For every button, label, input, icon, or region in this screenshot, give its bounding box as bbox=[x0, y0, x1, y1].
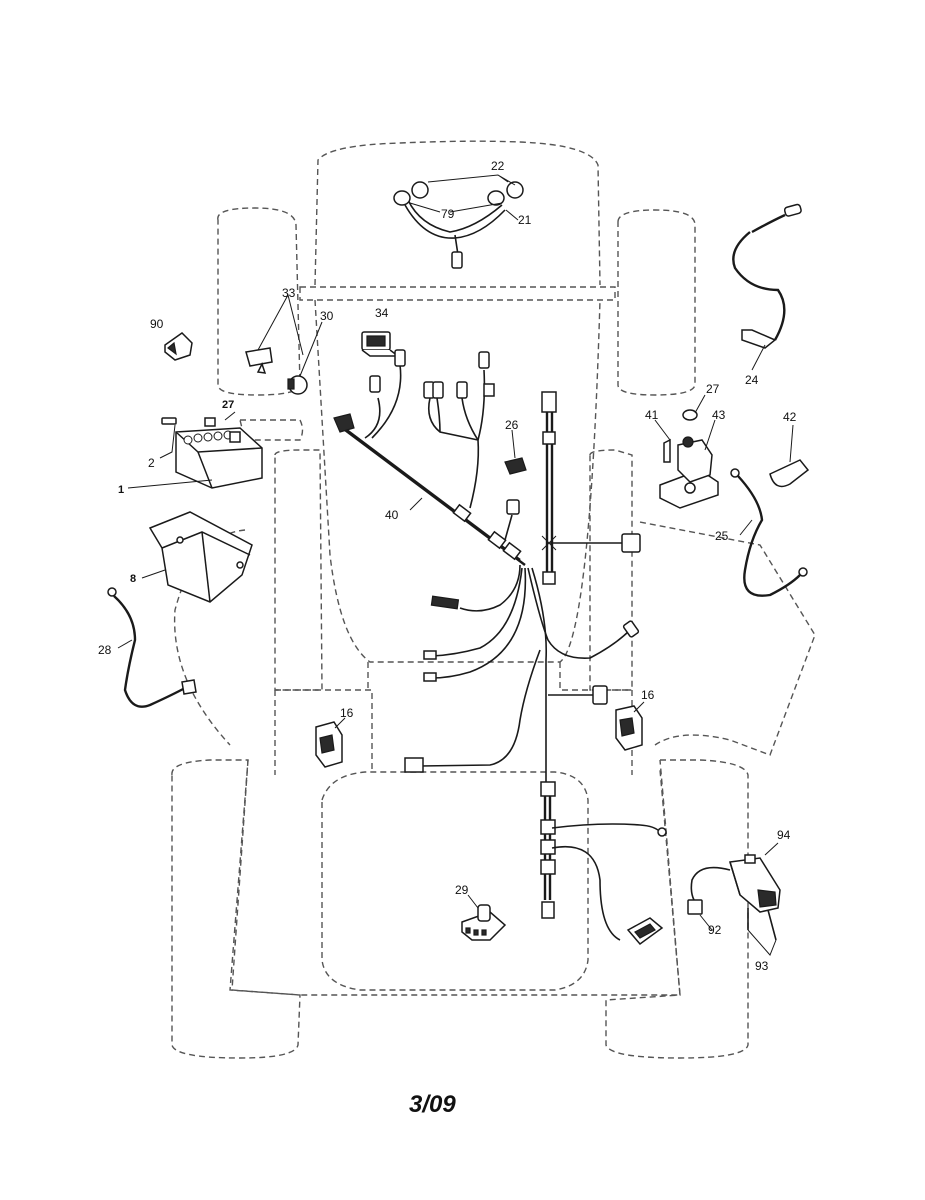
part-26 bbox=[504, 429, 527, 475]
revision-date: 3/09 bbox=[409, 1091, 456, 1118]
callout-93: 93 bbox=[755, 959, 769, 973]
callout-8: 8 bbox=[130, 573, 136, 585]
callout-2: 2 bbox=[148, 456, 155, 470]
callout-labels: 22 79 21 33 90 30 34 24 27 27 2 1 41 43 … bbox=[98, 159, 797, 973]
callout-29: 29 bbox=[455, 883, 469, 897]
callout-28: 28 bbox=[98, 643, 112, 657]
callout-27-solenoid: 27 bbox=[706, 382, 720, 396]
callout-90: 90 bbox=[150, 317, 164, 331]
switch-16-right bbox=[615, 701, 645, 751]
callout-16-left: 16 bbox=[340, 706, 354, 720]
part-90-clip bbox=[164, 332, 193, 361]
switch-16-left bbox=[315, 717, 346, 768]
callout-27-battery: 27 bbox=[222, 399, 234, 411]
callout-26: 26 bbox=[505, 418, 519, 432]
callout-33: 33 bbox=[282, 286, 296, 300]
switch-34 bbox=[361, 331, 401, 357]
callout-42: 42 bbox=[783, 410, 797, 424]
callout-94: 94 bbox=[777, 828, 791, 842]
callout-34: 34 bbox=[375, 306, 389, 320]
starter-solenoid bbox=[654, 394, 810, 509]
headlight-assembly bbox=[393, 174, 524, 269]
main-wiring-harness bbox=[333, 349, 667, 941]
callout-16-right: 16 bbox=[641, 688, 655, 702]
callout-40: 40 bbox=[385, 508, 399, 522]
callout-24: 24 bbox=[745, 373, 759, 387]
chassis-outline bbox=[171, 140, 816, 1059]
cable-28 bbox=[107, 587, 197, 708]
callout-21: 21 bbox=[518, 213, 532, 227]
part-29-switch bbox=[461, 894, 507, 941]
ignition-switch bbox=[245, 293, 323, 395]
callout-22: 22 bbox=[491, 159, 505, 173]
callout-30: 30 bbox=[320, 309, 334, 323]
callout-43: 43 bbox=[712, 408, 726, 422]
callout-1: 1 bbox=[118, 484, 124, 496]
callout-25: 25 bbox=[715, 529, 729, 543]
cable-24 bbox=[732, 203, 802, 371]
cable-25 bbox=[730, 468, 808, 597]
battery bbox=[127, 411, 263, 489]
callout-79: 79 bbox=[441, 207, 455, 221]
battery-tray bbox=[141, 511, 253, 603]
pto-switch-assembly bbox=[626, 842, 781, 956]
callout-92: 92 bbox=[708, 923, 722, 937]
callout-41: 41 bbox=[645, 408, 659, 422]
